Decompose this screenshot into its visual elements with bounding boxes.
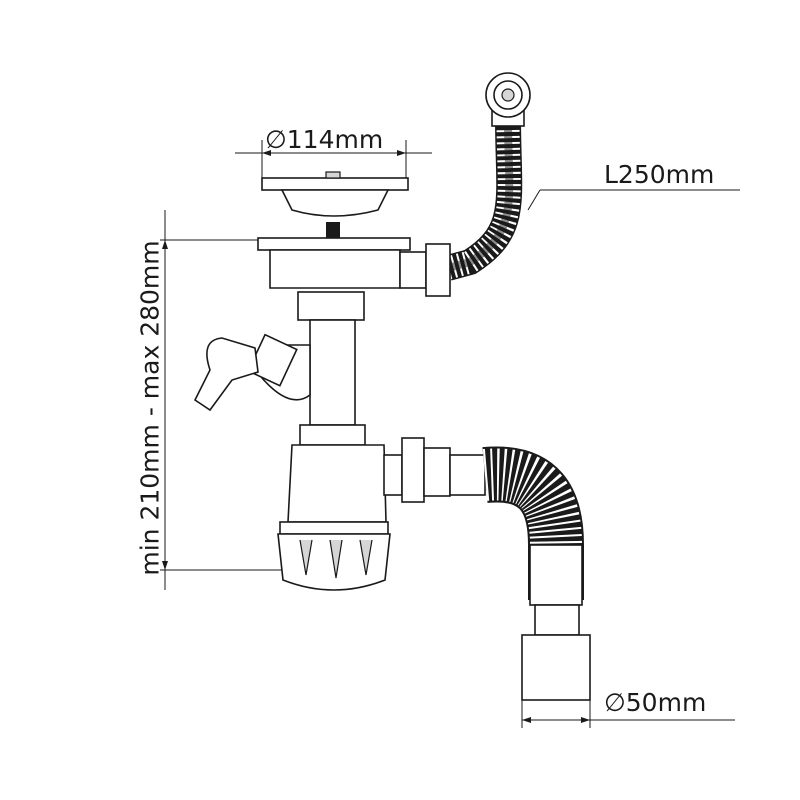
diameter-114-label: ∅114mm: [265, 125, 384, 154]
diameter-50-label: ∅50mm: [604, 688, 707, 717]
leader-line-250: [527, 189, 740, 211]
sink-outlet-body: [257, 237, 451, 426]
length-250-label: L250mm: [604, 160, 715, 189]
side-inlet-branch: [193, 333, 311, 412]
bottle-trap: [277, 424, 486, 591]
strainer: [261, 171, 409, 240]
overflow-hose: [444, 117, 523, 281]
dimension-line-50: [521, 700, 735, 728]
dimension-line-114: [235, 140, 432, 178]
overflow-fitting: [485, 72, 531, 127]
outlet-hose: [482, 446, 591, 701]
dimension-line-height: [160, 210, 290, 590]
height-range-label: min 210mm - max 280mm: [135, 240, 165, 576]
